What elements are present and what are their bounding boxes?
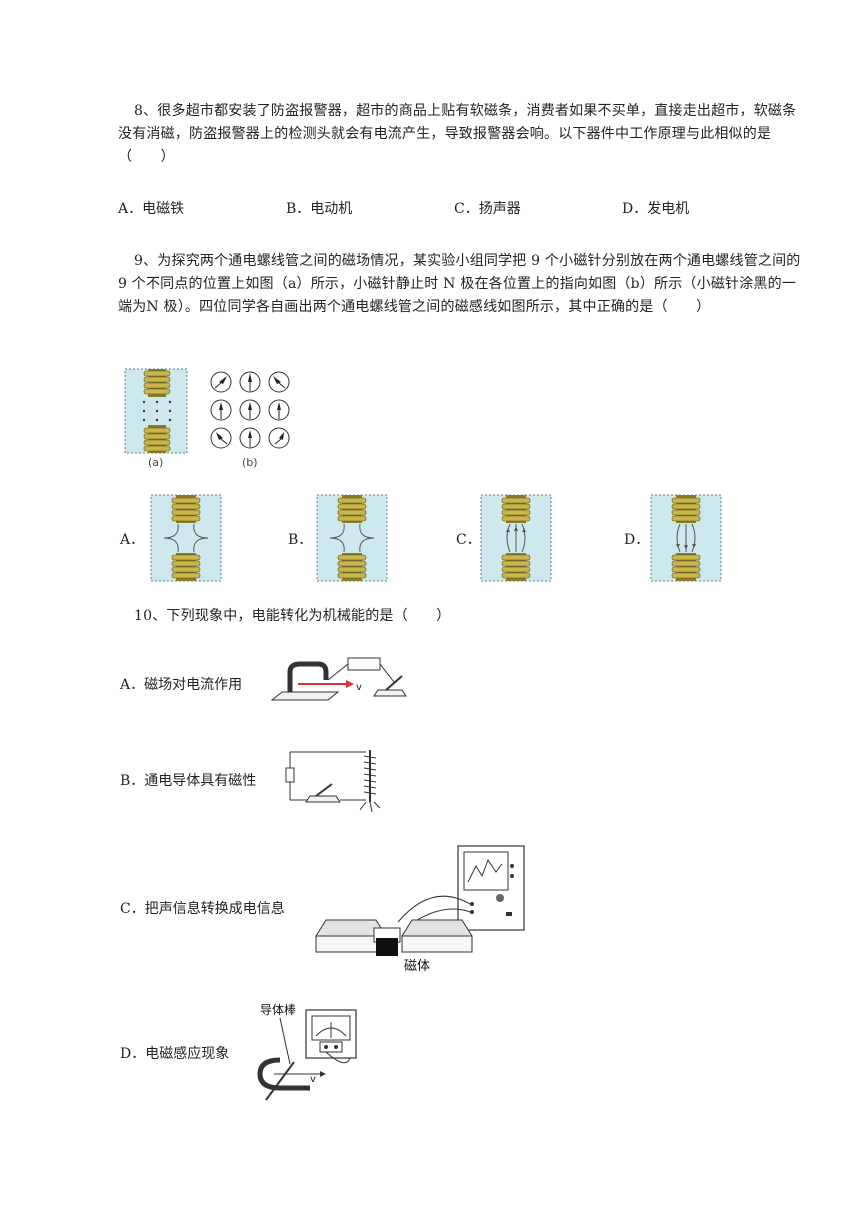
q10-option-a-label: A．磁场对电流作用 [120,677,243,693]
q10-option-d-figure: 导体棒 v [257,1003,357,1101]
q10-option-c-label: C．把声信息转换成电信息 [120,901,285,917]
fig-b-needle-tails [214,382,286,447]
question-9-text: 9、为探究两个通电螺线管之间的磁场情况，某实验小组同学把 9 个小磁针分别放在两… [118,253,801,315]
fig-a-points [142,400,172,422]
figure-9a-9b: (a) (b) [124,368,290,469]
fig-a-bottom-coil [143,425,171,453]
question-8: 8、很多超市都安装了防盗报警器，超市的商品上贴有软磁条，消费者如果不买单，直接走… [118,100,808,169]
q9-option-a-label: A． [120,532,145,548]
q9-option-b-figure [316,494,388,582]
q9-option-d-figure [650,494,722,582]
q10-option-d-label: D．电磁感应现象 [120,1046,230,1062]
question-10: 10、下列现象中，电能转化为机械能的是（ ） [118,605,808,628]
fig-a-label: (a) [148,456,163,469]
q9-option-b-label: B． [288,532,313,548]
q8-option-c: C．扬声器 [454,201,521,217]
q10-option-c-figure: 磁体 [315,845,525,974]
q9-option-c-figure [480,494,552,582]
q8-option-d: D．发电机 [622,201,690,217]
q10-option-a-figure: v [270,657,407,701]
question-8-text: 8、很多超市都安装了防盗报警器，超市的商品上贴有软磁条，消费者如果不买单，直接走… [118,103,797,165]
q10-c-magnet-label: 磁体 [404,959,430,974]
q9-option-a-figure [150,494,222,582]
fig-a-top-coil [143,369,171,397]
fig-b-needles [216,373,284,440]
q10-option-b-label: B．通电导体具有磁性 [120,773,257,789]
q10-option-b-figure [285,750,381,813]
q9-option-d-label: D． [624,532,650,548]
q9-option-c-label: C． [456,532,481,548]
question-8-options: A．电磁铁 B．电动机 C．扬声器 D．发电机 [118,198,808,222]
q10-d-rod-label: 导体棒 [260,1003,296,1017]
q8-option-a: A．电磁铁 [118,201,185,217]
fig-b-label: (b) [242,456,258,469]
question-10-text: 10、下列现象中，电能转化为机械能的是（ ） [134,608,451,624]
q8-option-b: B．电动机 [286,201,353,217]
question-9: 9、为探究两个通电螺线管之间的磁场情况，某实验小组同学把 9 个小磁针分别放在两… [118,250,808,319]
q10-d-velocity-label: v [310,1074,316,1085]
q10-a-velocity-label: v [356,682,362,693]
